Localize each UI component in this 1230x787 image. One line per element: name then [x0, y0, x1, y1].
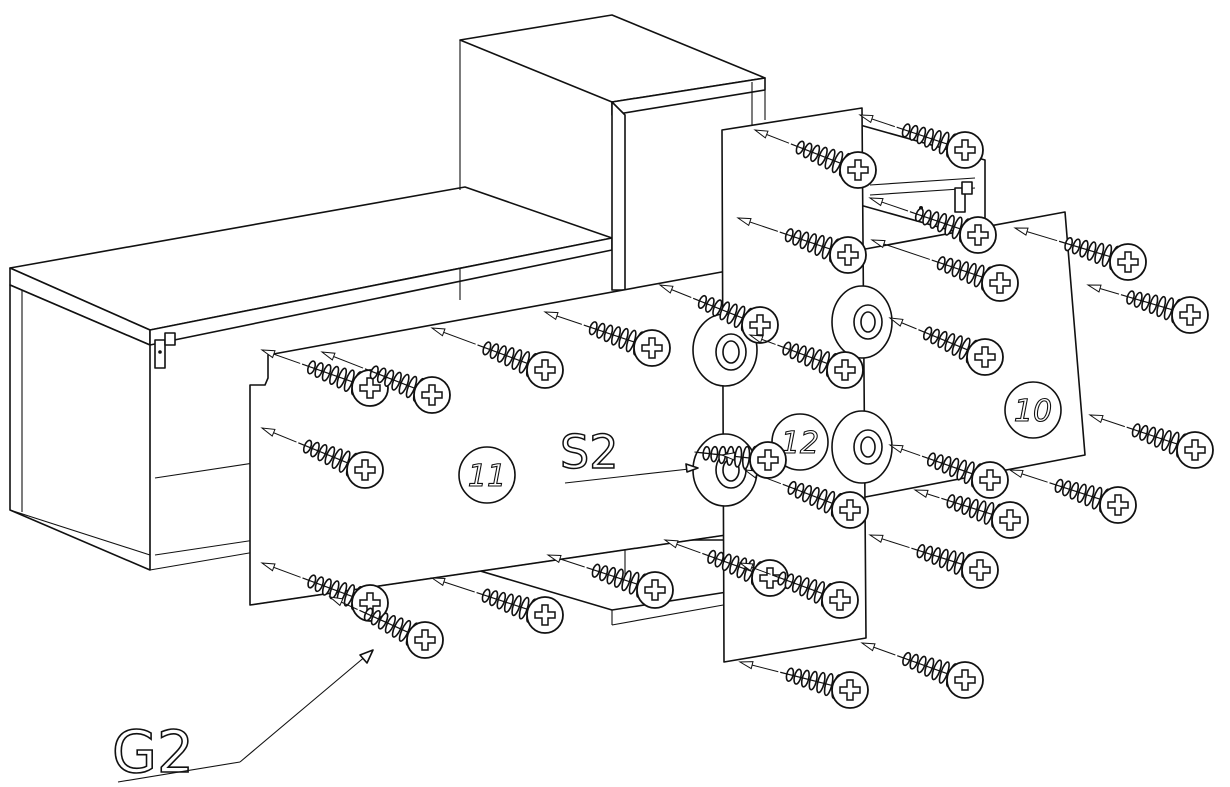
screw-icon — [860, 642, 984, 699]
cabinet-left — [9, 186, 613, 571]
screw-icon — [543, 311, 671, 367]
screw-icon — [868, 197, 997, 254]
screw-icon — [913, 489, 1029, 539]
screw-icon — [870, 239, 1019, 302]
screw-icon — [753, 129, 877, 189]
cam-lock-icon — [831, 285, 893, 359]
panel-number-11: 11 — [458, 446, 516, 504]
screw-layer — [260, 114, 1214, 709]
screw-icon — [694, 441, 787, 479]
panel-number-10: 10 — [1004, 381, 1062, 439]
screw-icon — [430, 577, 564, 634]
callout-g2: G2 — [111, 649, 374, 787]
panel-number-12-text: 12 — [781, 426, 819, 461]
screw-icon — [738, 562, 859, 619]
screw-icon — [858, 114, 984, 169]
screw-icon — [888, 444, 1009, 499]
screw-icon — [430, 327, 564, 389]
screw-icon — [736, 217, 867, 274]
screw-icon — [1008, 469, 1137, 524]
screw-icon — [1088, 414, 1214, 469]
cam-lock-icon — [831, 410, 893, 484]
callout-s2: S2 — [559, 424, 699, 484]
cam-lock-icon — [692, 313, 758, 387]
screw-icon — [1086, 284, 1209, 334]
panel-number-10-text: 10 — [1014, 394, 1052, 429]
screw-icon — [1013, 227, 1147, 281]
screw-icon — [738, 661, 869, 709]
latch-icon — [154, 332, 176, 369]
panel-number-11-text: 11 — [468, 459, 506, 494]
screw-icon — [320, 351, 451, 414]
panel-number-12: 12 — [771, 413, 829, 471]
callout-s2-text: S2 — [560, 425, 618, 479]
screw-icon — [888, 317, 1004, 376]
screw-icon — [658, 284, 779, 344]
callout-g2-text: G2 — [112, 718, 194, 786]
screw-icon — [743, 469, 869, 529]
cabinet-tall — [459, 14, 766, 291]
screw-icon — [748, 334, 864, 389]
screw-icon — [260, 427, 384, 489]
screw-icon — [868, 534, 999, 589]
screw-icon — [546, 554, 674, 609]
screw-icon — [328, 596, 444, 659]
